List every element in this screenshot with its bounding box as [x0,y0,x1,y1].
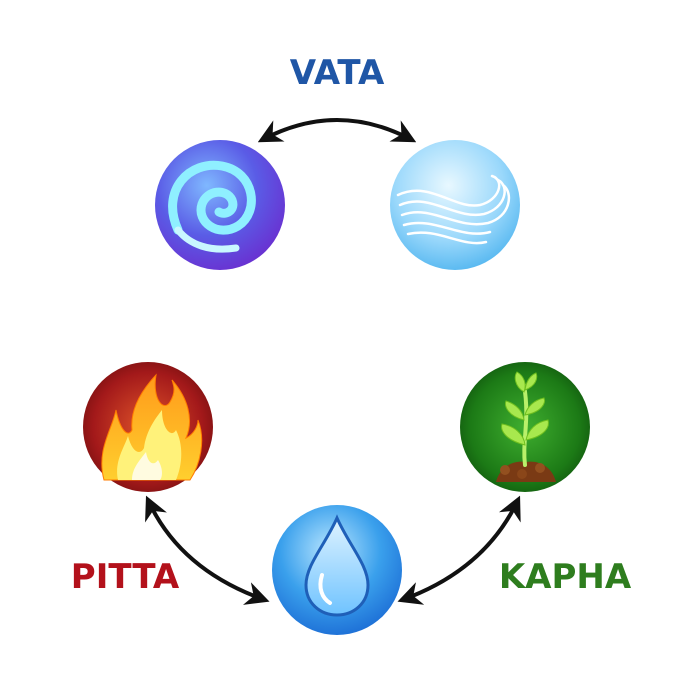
ether-spiral-icon [155,140,285,270]
vata-connector-arrow [257,118,417,143]
vata-label: VATA [290,53,385,93]
fire-flame-icon [83,362,213,492]
kapha-label: KAPHA [499,557,632,597]
air-wind-icon [390,140,520,270]
pitta-connector-arrow [145,495,270,605]
kapha-connector-arrow [397,495,521,605]
pitta-label: PITTA [71,557,180,597]
water-drop-icon [272,505,402,635]
earth-sprout-icon [460,362,590,492]
